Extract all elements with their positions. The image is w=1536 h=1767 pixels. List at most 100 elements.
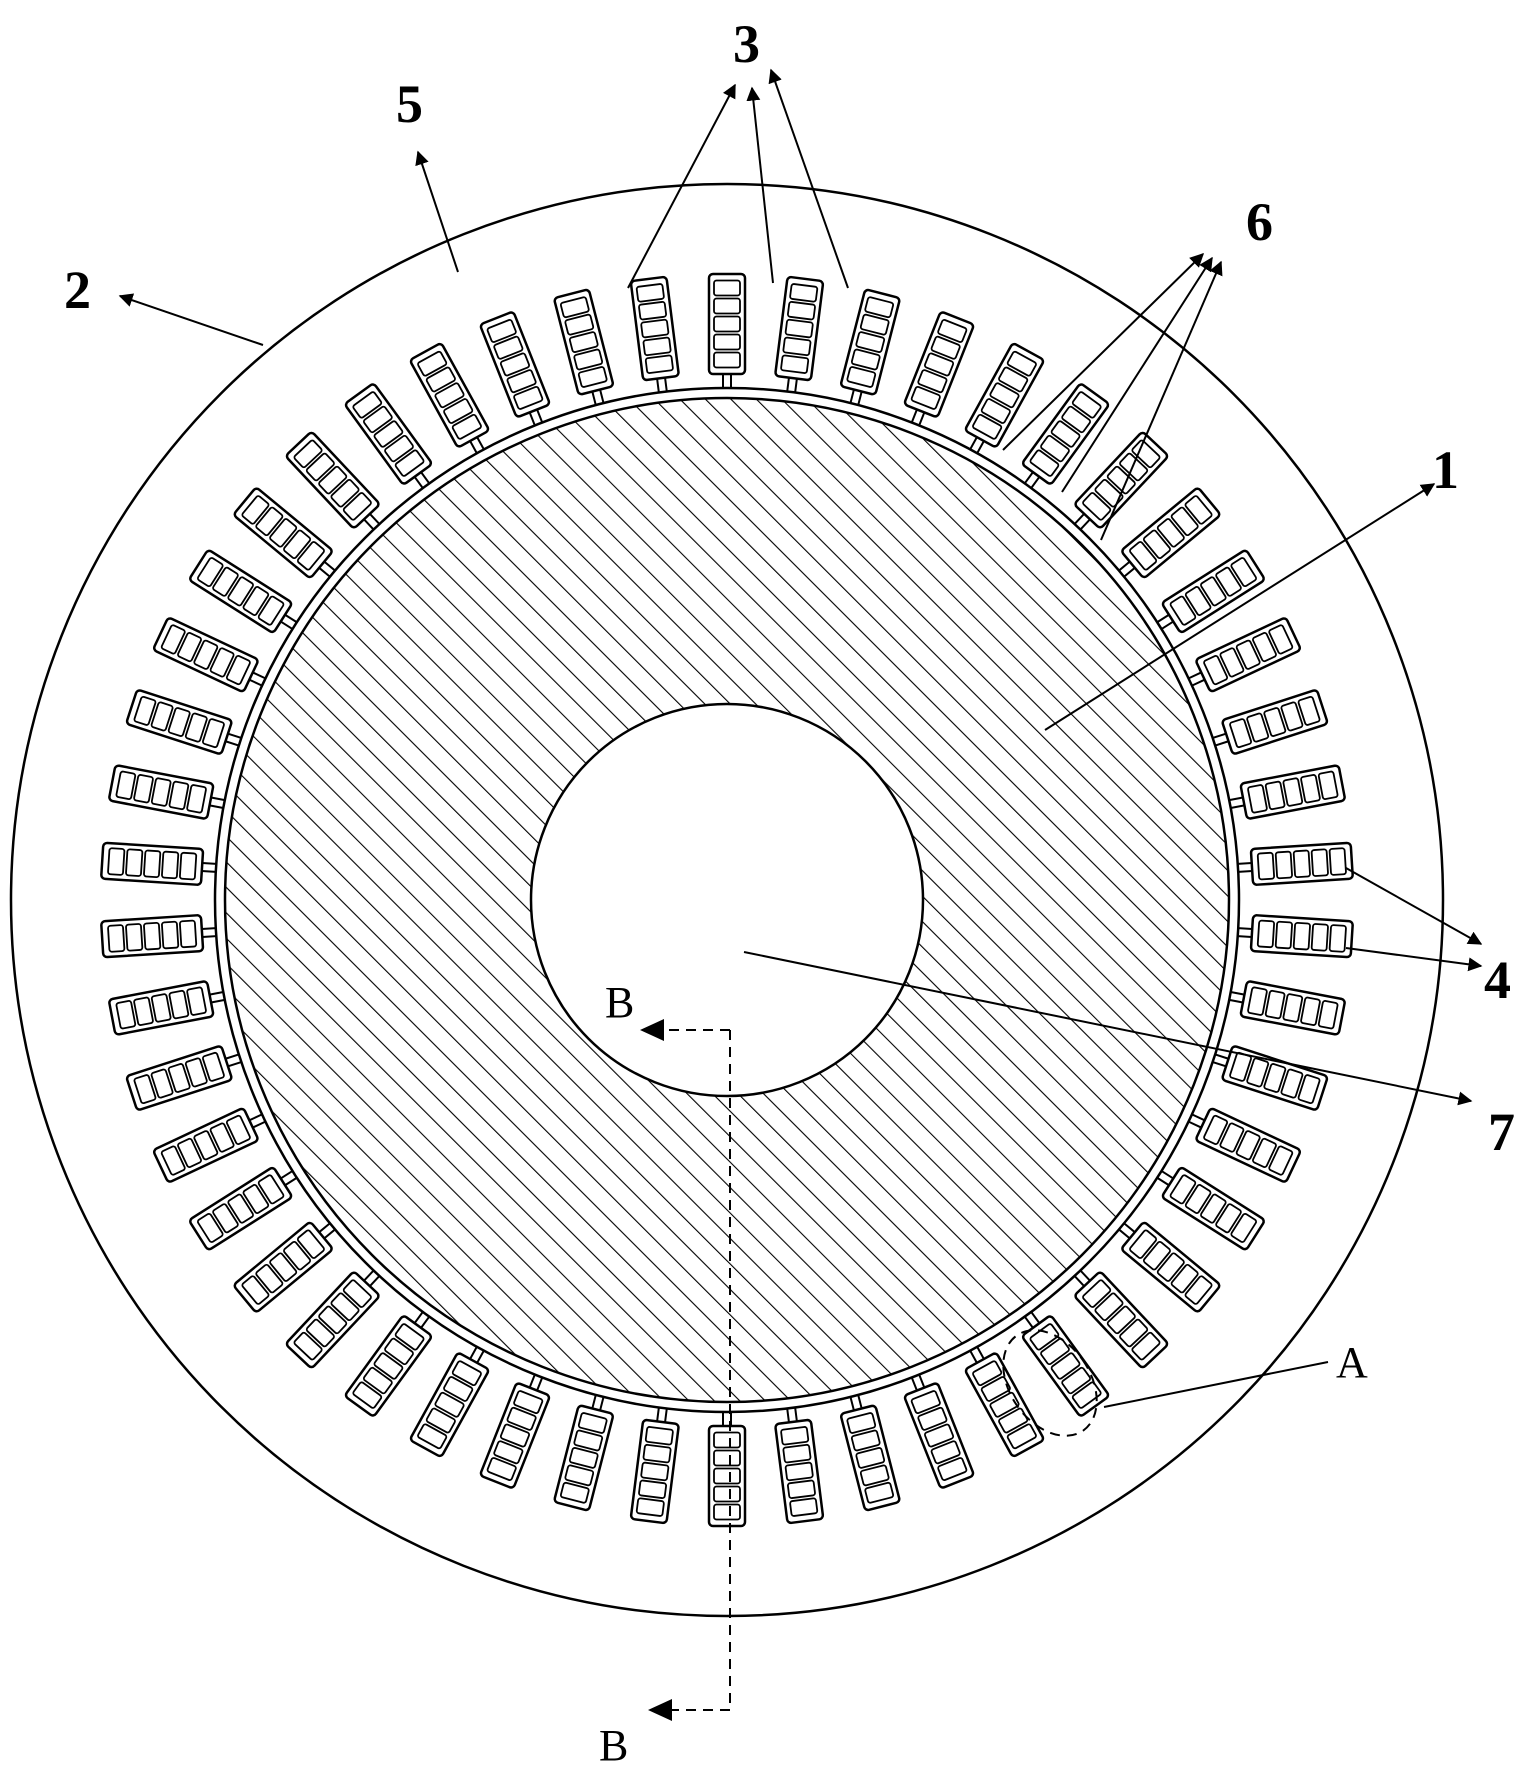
slot-opening	[1118, 1222, 1136, 1240]
slot-outline	[108, 764, 215, 820]
conductor	[425, 1407, 456, 1434]
conductor	[640, 318, 670, 339]
conductor	[577, 366, 608, 388]
label-section-bottom: B	[599, 1721, 628, 1767]
conductor	[1061, 1366, 1091, 1395]
slot	[553, 288, 615, 406]
slot-opening	[318, 560, 336, 578]
slot	[285, 1269, 381, 1369]
slot-outline	[964, 1352, 1045, 1458]
conductor	[1119, 1318, 1149, 1348]
slot-opening	[591, 389, 605, 406]
conductor	[1256, 851, 1275, 881]
conductor	[227, 1193, 254, 1224]
conductor	[257, 595, 285, 626]
conductor	[1170, 1263, 1199, 1294]
label-rotor: 1	[1432, 440, 1459, 500]
conductor	[150, 993, 172, 1023]
conductor	[924, 352, 955, 377]
conductor	[318, 1305, 348, 1335]
conductor	[1317, 1000, 1339, 1030]
conductor	[1061, 405, 1091, 434]
conductor	[193, 639, 219, 670]
conductor	[242, 586, 270, 616]
leader-slot-opening-1	[1002, 253, 1204, 451]
slot	[1118, 487, 1221, 579]
slot-opening	[656, 377, 668, 393]
conductor	[568, 331, 599, 353]
conductor	[780, 354, 810, 374]
leader-rotor	[1044, 483, 1436, 731]
conductor	[1040, 434, 1070, 463]
leader-detail-a	[1103, 1361, 1329, 1408]
slot-outline	[285, 431, 380, 529]
slot	[189, 1166, 298, 1251]
conductor	[642, 1443, 672, 1464]
conductor	[443, 398, 474, 424]
slot-opening	[1156, 1170, 1174, 1187]
conductor	[305, 1318, 335, 1348]
conductor	[513, 1390, 544, 1414]
slot	[233, 487, 336, 579]
conductor	[212, 566, 239, 597]
conductor	[179, 919, 198, 949]
conductor	[143, 921, 162, 951]
slot-opening	[969, 436, 985, 454]
conductor	[1050, 420, 1081, 448]
conductor	[1040, 1337, 1070, 1366]
conductor	[642, 336, 672, 357]
leader-conductor-1	[1345, 867, 1483, 945]
leader-stator-body	[415, 150, 459, 273]
slot-outline	[839, 288, 901, 396]
conductor	[434, 1391, 465, 1418]
conductor	[167, 707, 191, 737]
conductor	[1219, 1122, 1245, 1153]
slot-opening	[528, 409, 544, 426]
conductor	[989, 382, 1020, 409]
slot-opening	[910, 409, 926, 426]
slot	[1021, 1311, 1110, 1417]
conductor	[1219, 647, 1245, 678]
slot	[553, 1394, 615, 1512]
slot-opening	[910, 1374, 926, 1391]
slot-opening	[413, 471, 431, 489]
slot-opening	[1188, 1113, 1206, 1129]
slot-outline	[1161, 549, 1265, 634]
conductor	[197, 1212, 224, 1243]
conductor	[910, 1390, 941, 1414]
label-slots: 3	[733, 14, 760, 74]
conductor	[242, 1184, 270, 1214]
conductor	[1119, 452, 1149, 482]
slot-outline	[1195, 1107, 1302, 1183]
slot-opening	[413, 1311, 431, 1329]
conductor	[1029, 449, 1060, 477]
slot	[1228, 764, 1346, 820]
slot-opening	[248, 1113, 266, 1129]
conductor	[417, 350, 448, 377]
slot-outline	[774, 1418, 825, 1525]
conductor	[1215, 1203, 1242, 1234]
conductor	[782, 336, 812, 357]
conductor	[225, 655, 251, 686]
conductor	[573, 1429, 604, 1452]
conductor	[713, 1467, 741, 1485]
label-detail-a: A	[1336, 1338, 1368, 1387]
slot-outline	[1239, 764, 1346, 820]
conductor	[917, 1406, 948, 1431]
conductor	[937, 319, 968, 343]
slot	[1228, 980, 1346, 1036]
conductor	[559, 1481, 590, 1504]
conductor	[269, 1252, 298, 1282]
conductor	[1094, 1292, 1124, 1321]
slot-opening	[1023, 1311, 1041, 1329]
slot-outline	[409, 1352, 490, 1458]
conductor	[241, 1275, 270, 1305]
conductor	[1300, 774, 1321, 804]
conductor	[1006, 1423, 1037, 1450]
conductor	[184, 1057, 208, 1088]
conductor	[384, 434, 414, 463]
conductor	[1129, 1229, 1158, 1259]
slot	[344, 1311, 433, 1417]
slot-outline	[964, 342, 1045, 448]
conductor	[486, 1457, 517, 1481]
